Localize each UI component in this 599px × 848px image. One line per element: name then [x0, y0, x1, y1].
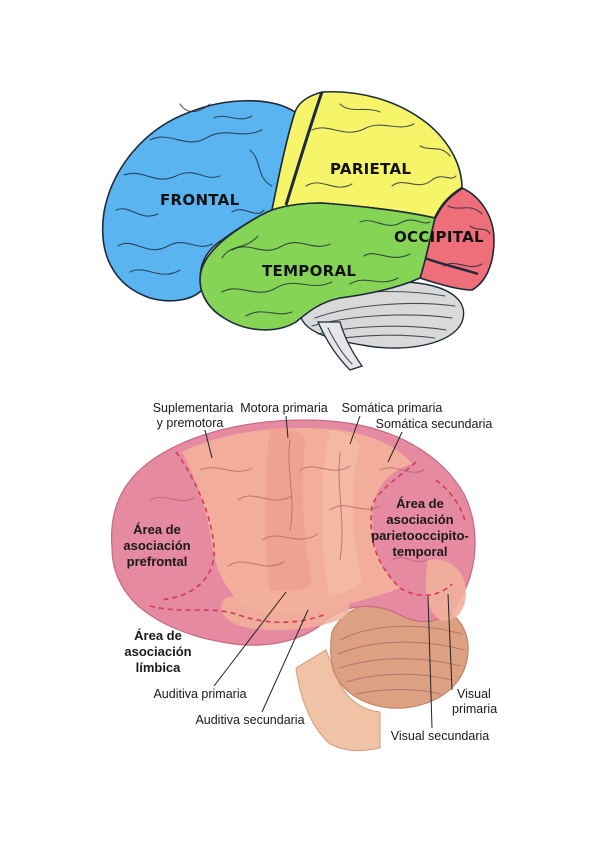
lobe-label-parietal: PARIETAL — [330, 160, 411, 178]
label-parieto-line1: Área de — [396, 496, 444, 511]
label-prefrontal-line1: Área de — [133, 522, 181, 537]
lobe-label-frontal: FRONTAL — [160, 191, 240, 209]
label-prefrontal-line3: prefrontal — [127, 554, 188, 569]
label-visual-secundaria: Visual secundaria — [391, 729, 489, 743]
label-limbica-line3: límbica — [136, 660, 182, 675]
label-auditiva-primaria: Auditiva primaria — [153, 687, 246, 701]
occipital-gyri — [443, 205, 491, 268]
brainstem — [316, 321, 364, 371]
lobe-label-occipital: OCCIPITAL — [394, 228, 484, 246]
label-limbica-line1: Área de — [134, 628, 182, 643]
label-somatica-primaria: Somática primaria — [342, 401, 443, 415]
frontal-gyri — [115, 103, 273, 275]
label-parieto-line3: parietooccipito- — [371, 528, 469, 543]
label-parieto-line4: temporal — [393, 544, 448, 559]
label-prefrontal-line2: asociación — [123, 538, 190, 553]
lobes-diagram: FRONTAL PARIETAL OCCIPITAL TEMPORAL — [101, 90, 495, 371]
label-somatica-secundaria: Somática secundaria — [376, 417, 493, 431]
label-motora-primaria: Motora primaria — [240, 401, 328, 415]
temporal-lobe — [199, 202, 436, 331]
label-suplementaria-line2: y premotora — [157, 416, 224, 430]
temporal-gyri — [221, 219, 431, 317]
lobe-label-temporal: TEMPORAL — [262, 262, 356, 280]
label-parieto-line2: asociación — [386, 512, 453, 527]
label-suplementaria-line1: Suplementaria — [153, 401, 234, 415]
label-visual-primaria-line2: primaria — [452, 702, 497, 716]
label-visual-primaria-line1: Visual — [457, 687, 491, 701]
parietal-gyri — [305, 103, 457, 188]
label-limbica-line2: asociación — [124, 644, 191, 659]
label-auditiva-secundaria: Auditiva secundaria — [195, 713, 304, 727]
